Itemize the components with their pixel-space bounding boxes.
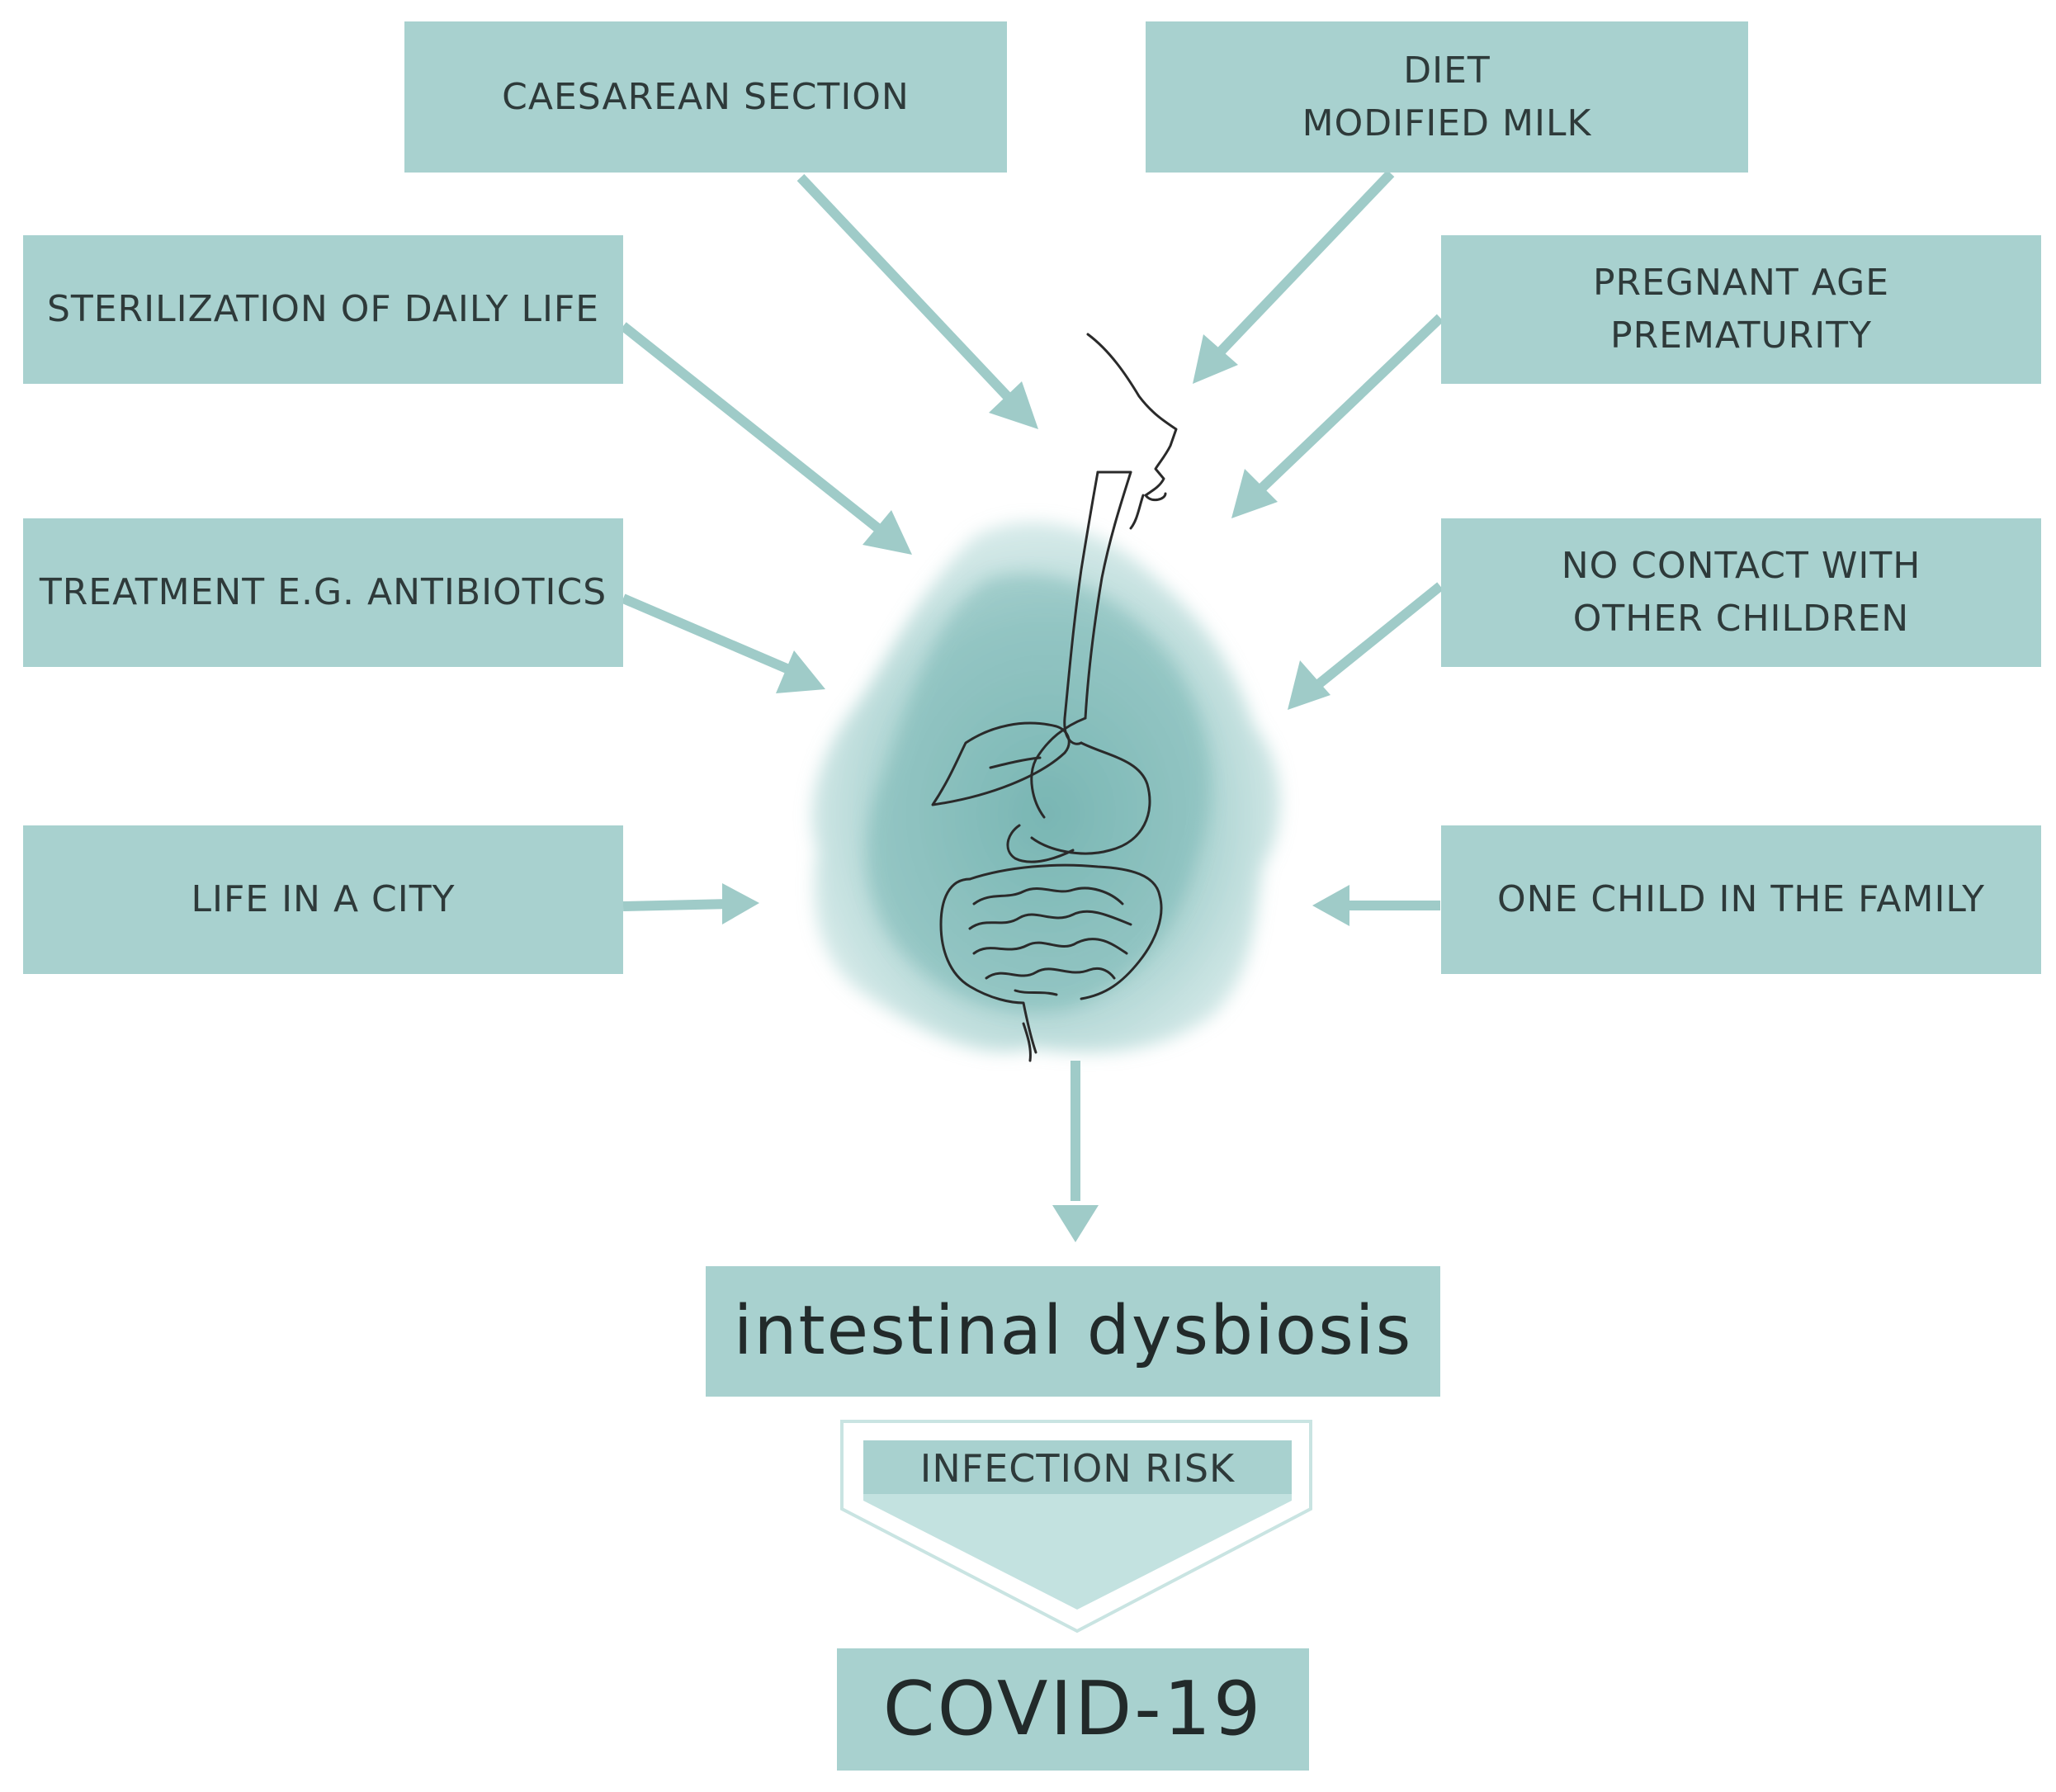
factor-caesarean-label: CAESAREAN SECTION	[502, 75, 910, 118]
factor-one-child-label: ONE CHILD IN THE FAMILY	[1497, 878, 1985, 921]
infection-risk-chevron	[840, 1420, 1312, 1634]
arrowhead-diet	[1193, 334, 1238, 384]
factor-sterilization-label: STERILIZATION OF DAILY LIFE	[46, 288, 600, 331]
arrow-no-contact	[1309, 582, 1444, 693]
factor-caesarean-section: CAESAREAN SECTION	[404, 21, 1007, 173]
arrows	[620, 169, 1444, 1242]
factor-one-child: ONE CHILD IN THE FAMILY	[1441, 825, 2041, 974]
covid-label: COVID-19	[882, 1665, 1264, 1752]
factor-diet-line2: MODIFIED MILK	[1302, 102, 1592, 144]
arrow-pregnant	[1255, 314, 1444, 495]
factor-treatment-label: TREATMENT E.G. ANTIBIOTICS	[39, 571, 607, 614]
arrow-diet	[1213, 169, 1395, 359]
arrowhead-caesarean	[989, 381, 1038, 429]
outcome-covid-19: COVID-19	[837, 1648, 1309, 1771]
outcome-intestinal-dysbiosis: intestinal dysbiosis	[706, 1266, 1440, 1397]
factor-no-contact-line2: OTHER CHILDREN	[1572, 598, 1910, 640]
factor-treatment: TREATMENT E.G. ANTIBIOTICS	[23, 518, 623, 667]
arrowhead-one-child	[1312, 885, 1349, 926]
arrow-sterilization	[620, 322, 886, 537]
arrowhead-no-contact	[1288, 660, 1330, 710]
infection-risk-label: INFECTION RISK	[863, 1440, 1292, 1496]
factor-sterilization: STERILIZATION OF DAILY LIFE	[23, 235, 623, 384]
factor-life-in-city: LIFE IN A CITY	[23, 825, 623, 974]
arrowhead-treatment	[776, 650, 825, 693]
factor-diet-line1: DIET	[1403, 49, 1491, 92]
factor-no-contact-line1: NO CONTACT WITH	[1561, 545, 1921, 588]
arrowhead-down-dysbiosis	[1052, 1205, 1099, 1242]
factor-no-contact: NO CONTACT WITH OTHER CHILDREN	[1441, 518, 2041, 667]
arrowhead-sterilization	[863, 510, 912, 555]
arrowhead-city	[722, 883, 759, 924]
arrow-caesarean	[796, 173, 1015, 404]
arrow-treatment	[621, 593, 799, 678]
factor-pregnant-line1: PREGNANT AGE	[1592, 262, 1889, 305]
arrow-city	[622, 899, 731, 911]
watercolor-blob	[811, 521, 1281, 1053]
factor-pregnant-age: PREGNANT AGE PREMATURITY	[1441, 235, 2041, 384]
infection-risk-text: INFECTION RISK	[919, 1446, 1236, 1491]
arrowhead-pregnant	[1231, 469, 1278, 518]
digestive-system-icon	[931, 333, 1178, 1062]
dysbiosis-label: intestinal dysbiosis	[733, 1291, 1413, 1370]
factor-diet: DIET MODIFIED MILK	[1146, 21, 1748, 173]
factor-city-label: LIFE IN A CITY	[191, 878, 456, 921]
factor-pregnant-line2: PREMATURITY	[1610, 314, 1872, 357]
